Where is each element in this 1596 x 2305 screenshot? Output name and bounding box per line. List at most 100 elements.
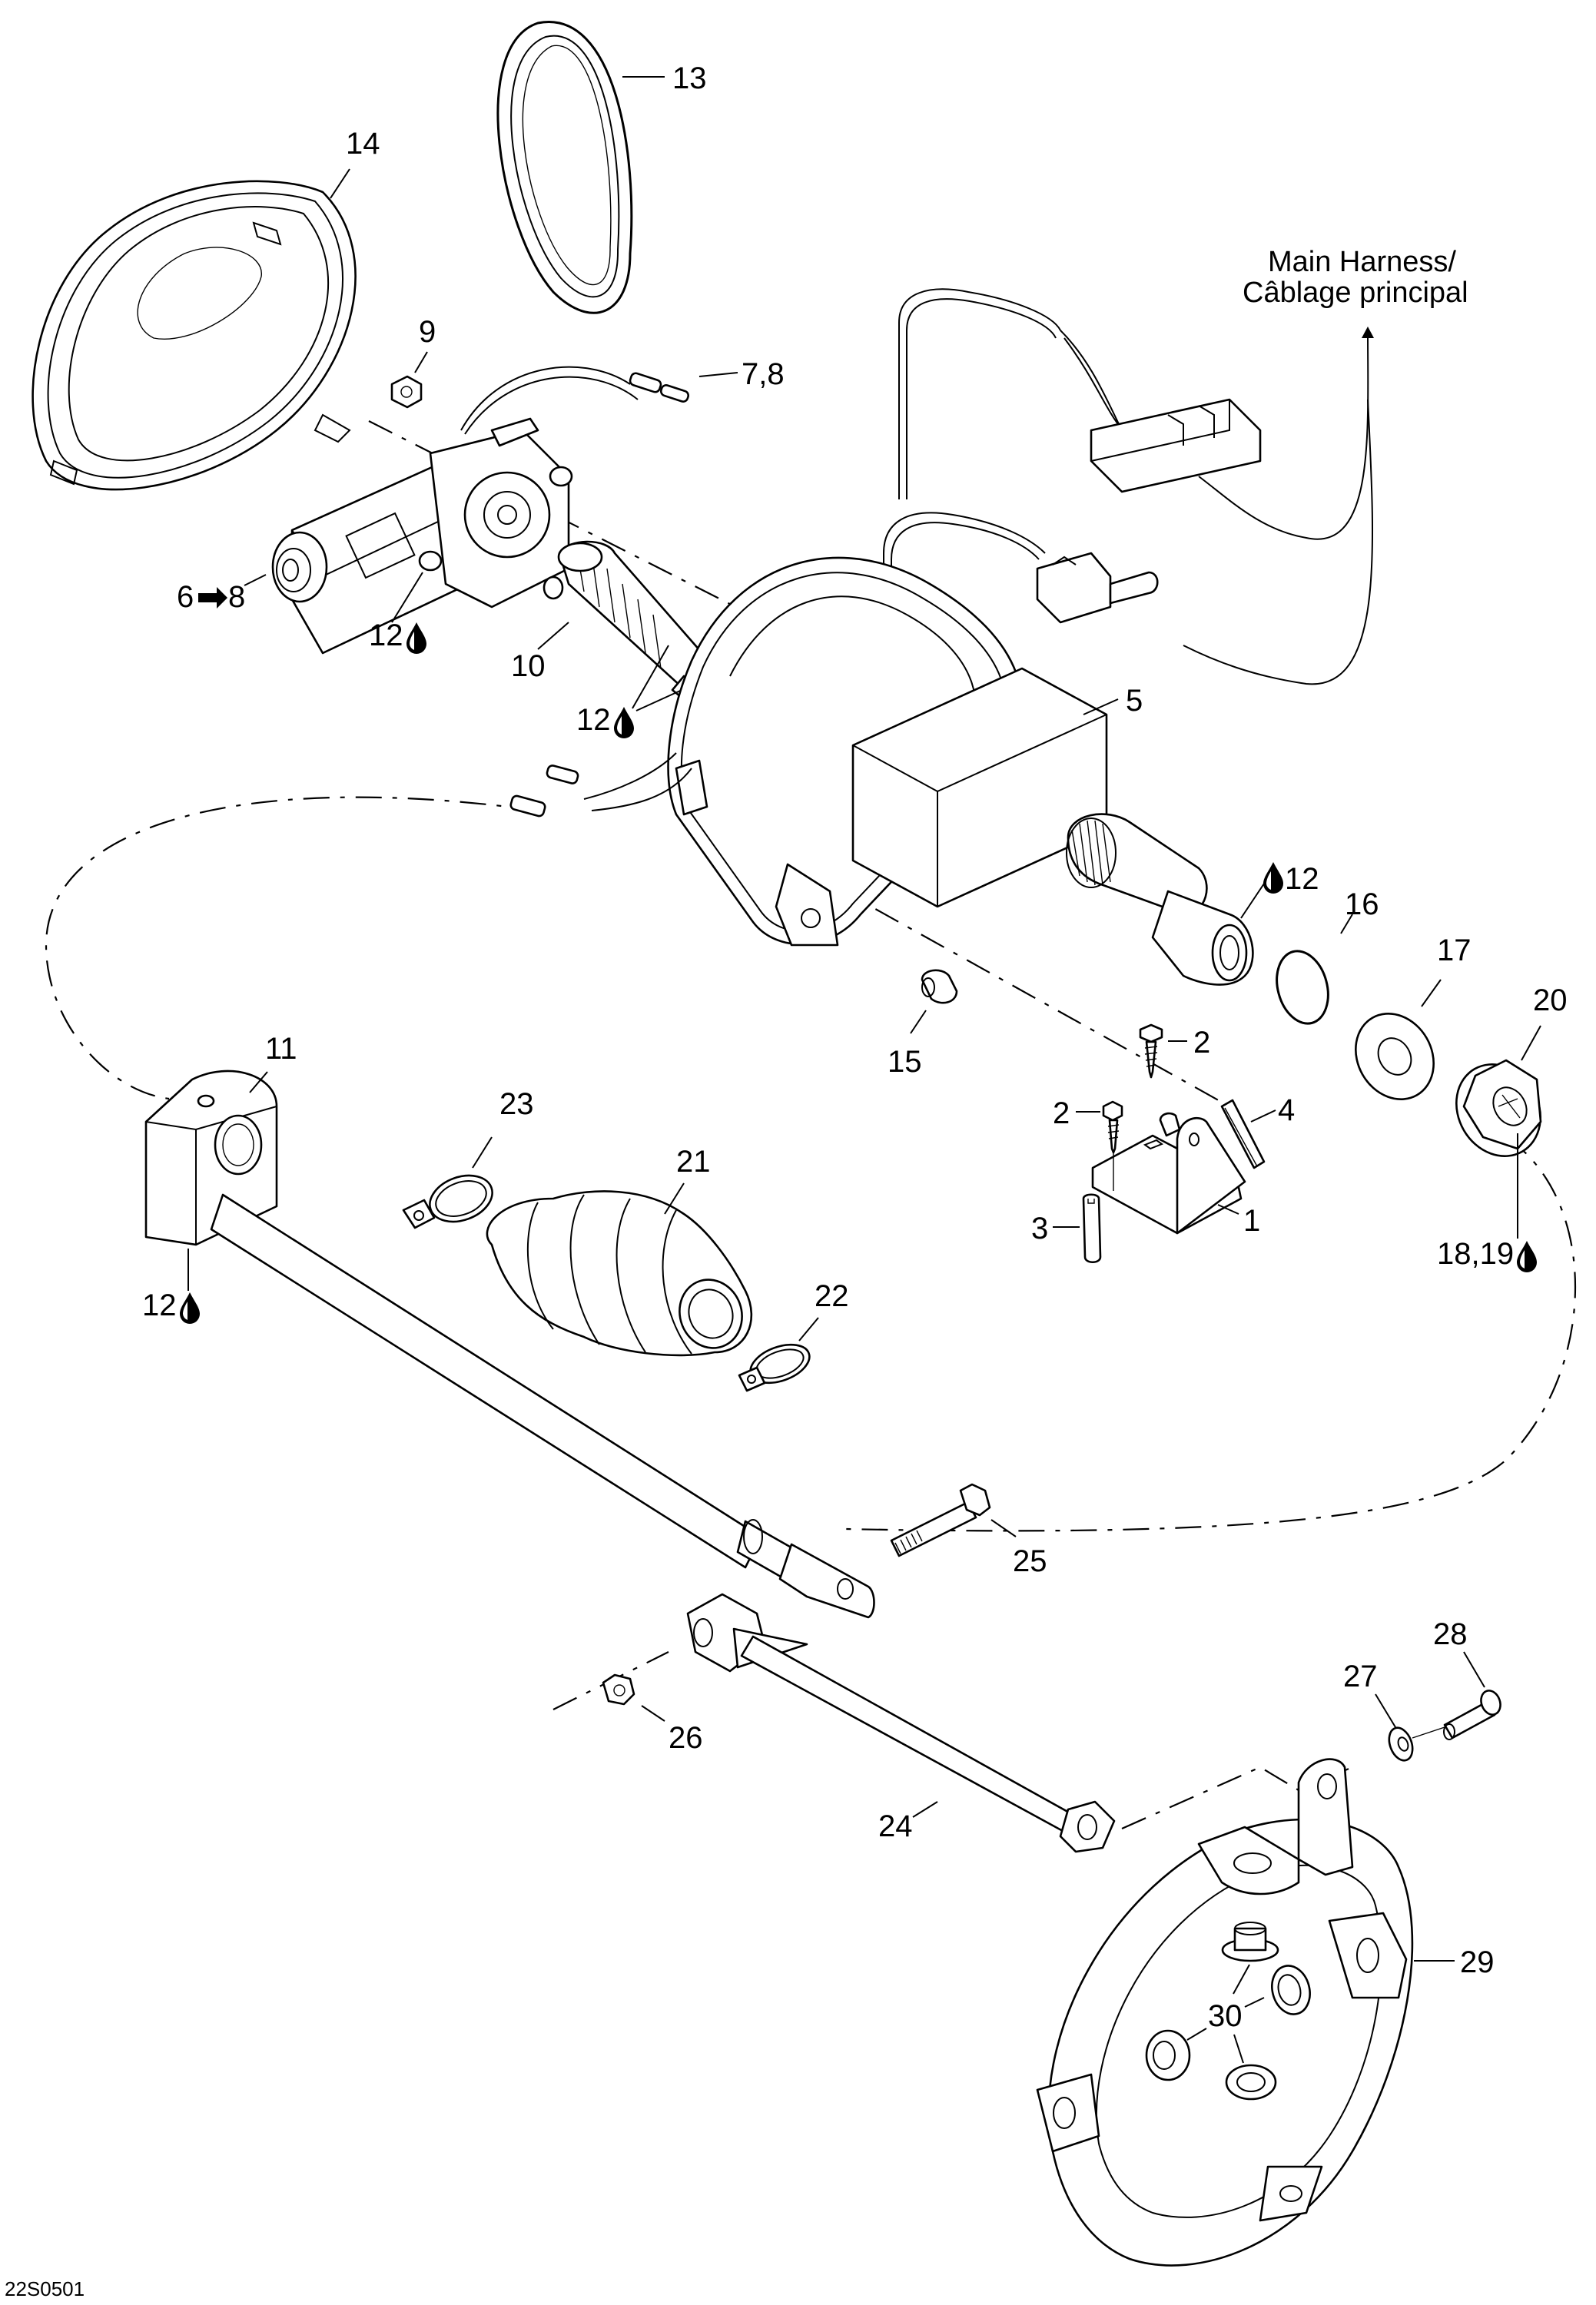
harness-connector-small (1036, 552, 1159, 624)
callout-2-lower: 2 (1053, 1096, 1070, 1130)
callout-24: 24 (878, 1809, 913, 1843)
svg-text:18,19: 18,19 (1437, 1237, 1514, 1271)
leader-23 (472, 1136, 493, 1169)
leader-15 (910, 1010, 927, 1034)
callout-4: 4 (1278, 1093, 1295, 1127)
lubricant-drop-icon (1263, 862, 1283, 894)
part-22-hose-clamp (738, 1343, 811, 1392)
part-14-cover (32, 180, 357, 491)
part-24-push-rod (686, 1593, 1116, 1853)
leader-6-8 (244, 574, 267, 586)
leader-26 (641, 1705, 665, 1722)
callout-1: 1 (1243, 1204, 1260, 1238)
leader-24 (912, 1801, 938, 1818)
leader-12-shaft (1240, 883, 1265, 919)
leader-9 (414, 351, 428, 373)
leader-22 (798, 1317, 819, 1342)
callout-30: 30 (1208, 1999, 1243, 2033)
leader-5 (1083, 698, 1119, 715)
part-6-motor-assembly (271, 417, 573, 655)
part-29-mount-ring (1036, 1758, 1414, 2267)
lubricant-drop-icon (1517, 1241, 1537, 1272)
callout-29: 29 (1460, 1945, 1495, 1979)
callout-10: 10 (511, 649, 546, 683)
callout-22: 22 (815, 1279, 849, 1313)
leader-10 (537, 622, 569, 650)
callout-14: 14 (346, 127, 380, 161)
svg-text:12: 12 (142, 1288, 177, 1322)
callout-23: 23 (499, 1087, 534, 1121)
part-28-pin (1412, 1690, 1501, 1740)
leader-11 (249, 1071, 268, 1093)
leader-14 (330, 168, 350, 199)
leader-12-motor (391, 572, 423, 623)
part-3-edge-guard (1082, 1193, 1102, 1264)
lubricant-drop-icon (614, 707, 634, 738)
callout-2-upper: 2 (1193, 1026, 1210, 1060)
part-11-lever-arm (144, 1070, 875, 1619)
svg-text:Main Harness/: Main Harness/ (1268, 246, 1456, 278)
part-26-nut (602, 1673, 635, 1706)
svg-text:12: 12 (576, 703, 611, 737)
part-20-flange-nut (1455, 1059, 1542, 1157)
part-23-hose-clamp (402, 1174, 493, 1229)
part-27-washer (1388, 1726, 1414, 1762)
svg-text:12: 12 (1285, 862, 1319, 896)
callout-12-worm: 12 (576, 703, 634, 738)
leader-25 (990, 1519, 1017, 1537)
callout-5: 5 (1126, 684, 1143, 718)
callout-21: 21 (676, 1145, 711, 1179)
leader-27 (1375, 1693, 1396, 1728)
callout-15: 15 (888, 1045, 922, 1079)
callout-16: 16 (1345, 887, 1379, 921)
part-30-bushings (1145, 1922, 1311, 2101)
part-17-washer (1355, 1013, 1435, 1100)
leader-7-8 (698, 372, 738, 377)
svg-text:12: 12 (369, 619, 403, 652)
callout-13: 13 (672, 61, 707, 95)
svg-text:8: 8 (228, 580, 245, 614)
arrow-right-icon (198, 587, 227, 609)
housing-wire-terminals (509, 752, 692, 818)
leader-4 (1250, 1109, 1276, 1123)
part-9-nut (390, 375, 423, 409)
leader-1 (1217, 1204, 1239, 1215)
svg-text:6: 6 (177, 580, 194, 614)
callout-18-19: 18,19 (1437, 1237, 1537, 1272)
callout-12-shaft: 12 (1263, 862, 1319, 896)
callout-12-motor: 12 (369, 619, 426, 654)
callout-20: 20 (1533, 983, 1568, 1017)
leader-21 (664, 1182, 685, 1215)
leader-17 (1421, 979, 1442, 1007)
callout-27: 27 (1343, 1660, 1378, 1693)
figure-reference-code: 22S0501 (5, 2277, 85, 2300)
harness-connector-large (1090, 398, 1262, 493)
callout-26: 26 (669, 1721, 703, 1755)
part-13-seal-ring (496, 21, 633, 314)
part-1-bracket (1091, 1112, 1246, 1235)
main-harness-note: Main Harness/ Câblage principal (1243, 246, 1468, 309)
arrow-up-icon (1362, 327, 1374, 338)
part-4-edge-guard (1220, 1099, 1266, 1169)
callout-7-8: 7,8 (742, 357, 785, 391)
part-25-bolt (890, 1483, 991, 1557)
svg-text:Câblage principal: Câblage principal (1243, 277, 1468, 309)
callout-9: 9 (419, 315, 436, 349)
leader-30 (1186, 1964, 1265, 2064)
lubricant-drop-icon (180, 1292, 200, 1324)
lubricant-drop-icon (406, 622, 426, 654)
callout-28: 28 (1433, 1617, 1468, 1651)
part-2-screw-lower (1102, 1100, 1123, 1191)
harness-wires (883, 288, 1374, 753)
leader-16 (1340, 914, 1353, 934)
callout-6-8: 6 8 (177, 580, 245, 614)
part-21-boot (486, 1190, 753, 1357)
callout-3: 3 (1031, 1212, 1048, 1245)
leader-20 (1521, 1025, 1541, 1061)
part-7-8-wire-connectors (460, 366, 690, 435)
part-16-o-ring (1276, 950, 1329, 1025)
part-2-screw-upper (1139, 1023, 1163, 1079)
part-5-actuator-housing (667, 556, 1254, 986)
leader-28 (1463, 1651, 1485, 1688)
